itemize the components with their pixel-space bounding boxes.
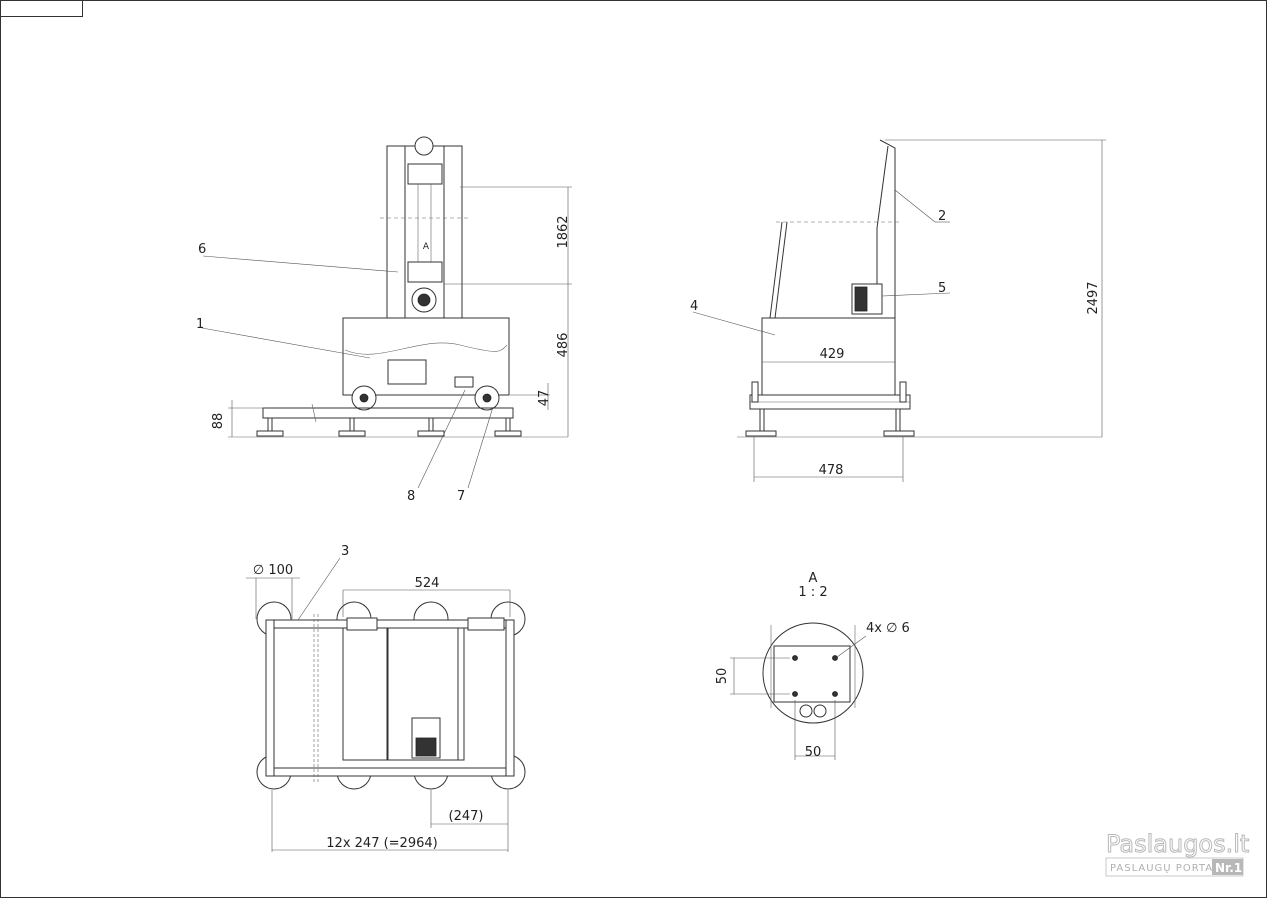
- callout-3: 3: [341, 544, 349, 559]
- top-frame: [265, 619, 515, 777]
- carriage-plate: [407, 261, 443, 283]
- dim-478: 478: [819, 463, 844, 478]
- top-plate: [407, 163, 443, 185]
- base-feet: [256, 417, 522, 437]
- callout-8: 8: [407, 489, 415, 504]
- side-view: 2497 429 478 2 5 4: [690, 139, 1106, 482]
- dim-47: 47: [537, 390, 552, 407]
- dim-524: 524: [415, 576, 440, 591]
- dim-88: 88: [211, 413, 226, 430]
- top-pulley: [414, 136, 434, 156]
- detail-dim-50-vertical: 50: [715, 668, 730, 685]
- watermark-subtitle: PASLAUGŲ PORTALAS: [1110, 863, 1235, 874]
- callout-6: 6: [198, 242, 206, 257]
- callout-1: 1: [196, 317, 204, 332]
- detail-plate: [773, 645, 851, 703]
- callout-4: 4: [690, 299, 698, 314]
- detail-dim-50-horizontal: 50: [805, 745, 822, 760]
- callout-7: 7: [457, 489, 465, 504]
- top-view: ∅ 100 524 (247) 12x 247 (=2964) 3: [246, 544, 526, 852]
- dim-1862: 1862: [556, 215, 571, 248]
- title-tab: [0, 0, 83, 17]
- dim-diameter-100: ∅ 100: [253, 563, 293, 578]
- dim-486: 486: [556, 333, 571, 358]
- callout-5: 5: [938, 281, 946, 296]
- detail-circle: [762, 622, 864, 724]
- dim-247: (247): [449, 809, 484, 824]
- base-beam: [262, 407, 514, 419]
- side-mast: [879, 139, 896, 395]
- watermark-logo: Paslaugos.lt PASLAUGŲ PORTALAS Nr.1: [1105, 830, 1250, 877]
- callout-2: 2: [938, 209, 946, 224]
- detail-hole-spec: 4x ∅ 6: [866, 621, 910, 636]
- dim-2497: 2497: [1086, 281, 1101, 314]
- body-housing: [342, 317, 510, 396]
- watermark-brand: Paslaugos.lt: [1106, 830, 1249, 858]
- drive-motor: [387, 359, 427, 385]
- detail-a-title: A: [809, 571, 818, 586]
- detail-marker-a: A: [423, 242, 430, 252]
- detail-a: A 1 : 2 50 50 4x ∅ 6: [715, 571, 910, 760]
- dim-429: 429: [820, 347, 845, 362]
- watermark-badge: Nr.1: [1215, 861, 1242, 875]
- dim-2964: 12x 247 (=2964): [326, 836, 437, 851]
- front-view: 1862 486 47 88 A 6 1 8 7: [196, 136, 572, 504]
- detail-a-scale: 1 : 2: [798, 585, 827, 600]
